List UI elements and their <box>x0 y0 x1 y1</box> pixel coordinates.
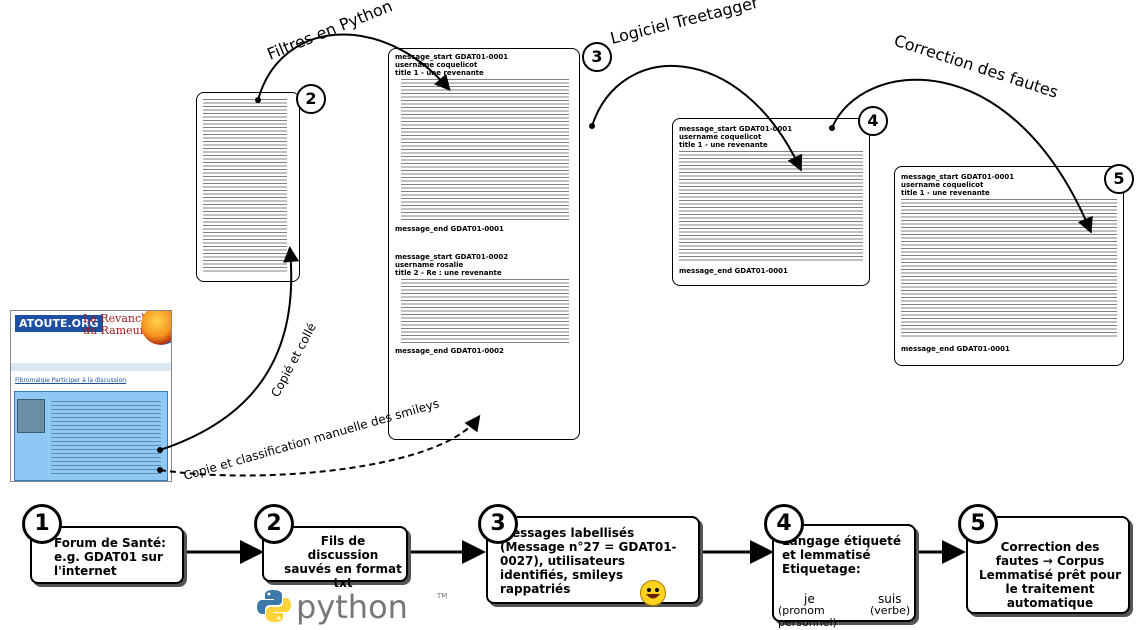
avatar <box>17 399 45 433</box>
msg2-end: message_end GDAT01-0002 <box>395 347 504 355</box>
step2-text: Fils de discussion sauvés en format txt <box>284 534 402 590</box>
forum-screenshot: ATOUTE.ORG La Revanche du Rameur Fibroma… <box>10 310 172 482</box>
doc4-start: message_start GDAT01-0001 <box>679 125 793 133</box>
doc-text-lines <box>203 99 287 273</box>
doc5-text-lines <box>901 199 1117 339</box>
step3-text: Messages labellisés (Message n°27 = GDAT… <box>500 526 677 596</box>
step-badge-1: 1 <box>22 504 62 544</box>
msg2-start: message_start GDAT01-0002 <box>395 253 509 261</box>
step-badge-5: 5 <box>958 504 998 544</box>
label-filtres: Filtres en Python <box>264 0 395 64</box>
topic-link: Fibromalgie Participer à la discussion <box>15 377 127 384</box>
tag-pos-personnel: personnel) <box>778 616 837 629</box>
post-text-lines <box>51 401 161 475</box>
python-logo-icon <box>257 590 291 622</box>
step-badge-4-top: 4 <box>858 106 888 136</box>
step-badge-2: 2 <box>254 504 294 544</box>
msg1-text-lines <box>401 79 569 221</box>
tag-word-suis: suis <box>878 592 902 606</box>
step-box-2: Fils de discussion sauvés en format txt <box>262 526 408 590</box>
msg1-user: username coquelicot <box>395 61 478 69</box>
doc5-user: username coquelicot <box>901 181 984 189</box>
msg2-title: title 2 - Re : une revenante <box>395 269 502 277</box>
document-tagged: message_start GDAT01-0001 username coque… <box>672 118 870 286</box>
tag-pos-verbe: (verbe) <box>870 604 911 617</box>
doc5-start: message_start GDAT01-0001 <box>901 173 1015 181</box>
doc5-end: message_end GDAT01-0001 <box>901 345 1010 353</box>
step-badge-5-top: 5 <box>1104 164 1134 194</box>
python-wordmark: python <box>296 588 408 626</box>
step4-text: Langage étiqueté et lemmatisé Etiquetage… <box>782 534 902 576</box>
python-trademark: TM <box>437 592 448 600</box>
document-labelled: message_start GDAT01-0001 username coque… <box>388 48 580 440</box>
msg2-text-lines <box>401 279 569 345</box>
label-treetagger: Logiciel Treetagger <box>608 0 760 48</box>
doc4-title: title 1 - une revenante <box>679 141 768 149</box>
atoute-logo: ATOUTE.ORG <box>15 315 103 332</box>
tag-pos-pronom: (pronom <box>778 604 825 617</box>
smiley-icon <box>640 580 666 606</box>
step-box-5: Correction des fautes → Corpus Lemmatisé… <box>966 516 1130 614</box>
document-raw-txt <box>196 92 300 282</box>
smiley-face <box>646 588 660 599</box>
label-correction: Correction des fautes <box>892 31 1061 102</box>
step-box-4: Langage étiqueté et lemmatisé Etiquetage… <box>772 524 916 629</box>
msg1-end: message_end GDAT01-0001 <box>395 225 504 233</box>
doc4-end: message_end GDAT01-0001 <box>679 267 788 275</box>
step1-text: Forum de Santé: e.g. GDAT01 sur l'intern… <box>54 536 166 578</box>
doc4-user: username coquelicot <box>679 133 762 141</box>
revanche-logo: La Revanche du Rameur <box>83 312 155 337</box>
step5-text: Correction des fautes → Corpus Lemmatisé… <box>978 540 1122 610</box>
doc5-title: title 1 - une revenante <box>901 189 990 197</box>
step-box-3: Messages labellisés (Message n°27 = GDAT… <box>486 516 700 604</box>
forum-menu-bar <box>11 363 171 371</box>
firefox-icon <box>141 311 171 345</box>
step-badge-4: 4 <box>764 504 804 544</box>
step-badge-3-top: 3 <box>582 42 612 72</box>
msg2-user: username rosalie <box>395 261 464 269</box>
label-copie: Copié et collé <box>268 321 319 400</box>
document-corrected: message_start GDAT01-0001 username coque… <box>894 166 1124 366</box>
step-badge-3: 3 <box>478 504 518 544</box>
msg1-start: message_start GDAT01-0001 <box>395 53 509 61</box>
msg1-title: title 1 - une revenante <box>395 69 484 77</box>
doc4-text-lines <box>679 151 863 263</box>
tag-word-je: je <box>804 592 815 606</box>
step-badge-2-top: 2 <box>296 84 326 114</box>
